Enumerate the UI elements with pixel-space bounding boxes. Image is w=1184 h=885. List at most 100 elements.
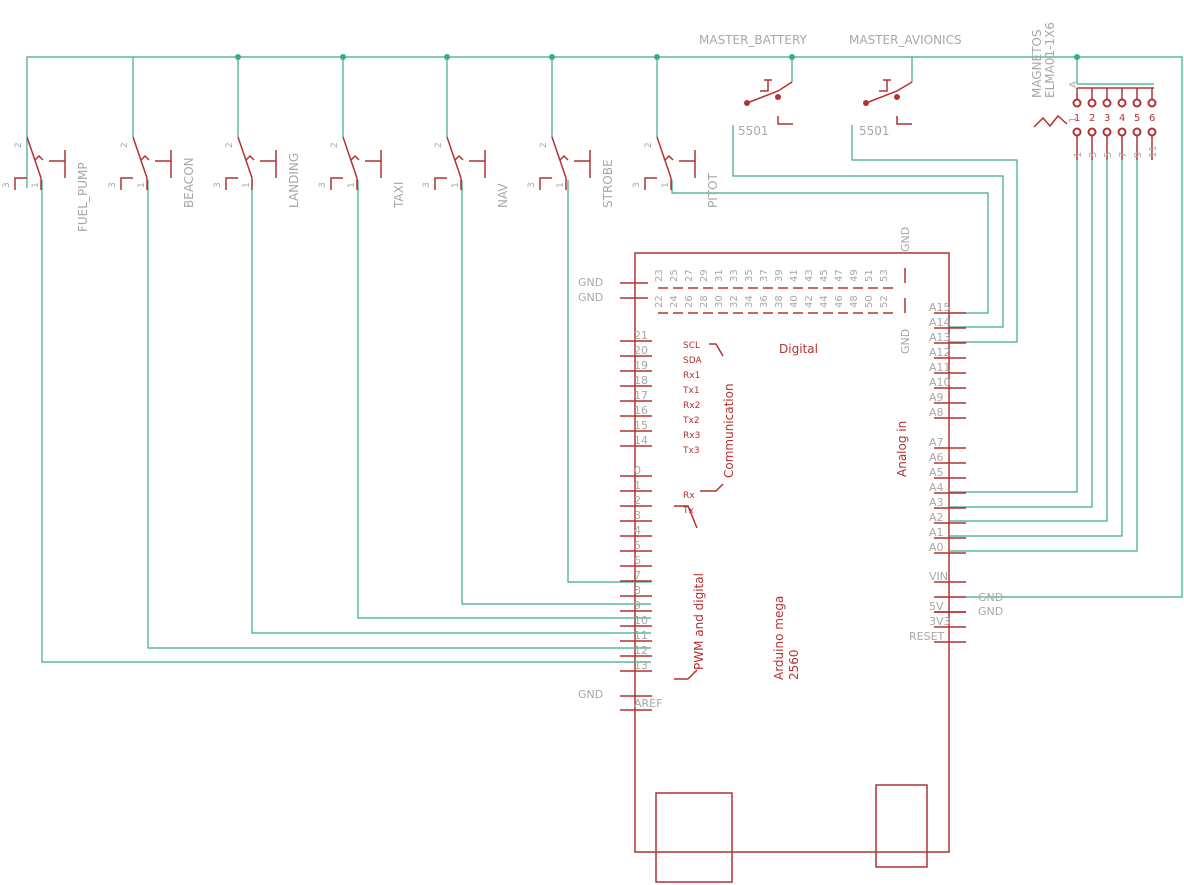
switch-pin-no: 1 [242, 182, 252, 188]
top-pin-odd: 47 [834, 269, 845, 282]
top-pin-odd: 53 [879, 269, 890, 282]
gnd-label-top2: GND [578, 291, 603, 304]
magneto-pin-top [1117, 98, 1127, 108]
left-pin-label: 2 [634, 494, 641, 507]
top-pin-even: 36 [759, 295, 770, 308]
comm-pin-label: Tx [682, 506, 694, 516]
right-pin-label: A1 [929, 526, 944, 539]
top-pin-even: 22 [654, 295, 665, 308]
left-pin-label: 5 [634, 539, 641, 552]
right-pin-label: A10 [929, 376, 951, 389]
switch-actuator [365, 150, 382, 162]
top-pin-odd: 45 [819, 269, 830, 282]
switch-pin-nc: 3 [213, 182, 223, 188]
switch-pin-no: 1 [661, 182, 671, 188]
arduino-name-line2: 2560 [787, 649, 801, 680]
magneto-bottom-pin-num: 9 [1133, 152, 1144, 158]
right-pin-label: A6 [929, 451, 944, 464]
switch-pitot: 2 3 1 PITOT [632, 136, 720, 208]
magneto-pin-top [1087, 98, 1097, 108]
switch-label: LANDING [287, 153, 301, 208]
top-pin-odd: 37 [759, 269, 770, 282]
comm-bracket-top [709, 343, 724, 357]
top-pin-even: 24 [669, 295, 680, 308]
communication-label: Communication [722, 383, 736, 478]
magnetos-one-label: 1 [1068, 117, 1079, 123]
switch-mark [350, 154, 360, 161]
top-pin-even: 52 [879, 295, 890, 308]
switch-lever [551, 136, 567, 179]
magneto-top-pin-num: 3 [1104, 113, 1110, 124]
magneto-top-pin-num: 6 [1149, 113, 1155, 124]
magneto-pin-top [1072, 98, 1082, 108]
switch-pin-nc: 3 [632, 182, 642, 188]
switch-pin3 [434, 177, 447, 190]
top-pin-even: 32 [729, 295, 740, 308]
top-pin-even: 50 [864, 295, 875, 308]
switch-lever [237, 136, 253, 179]
top-pin-odd: 51 [864, 269, 875, 282]
left-pin-label: 20 [634, 344, 648, 357]
top-pin-odd: 49 [849, 269, 860, 282]
switch-pin-no: 1 [137, 182, 147, 188]
top-pin-odd: 41 [789, 269, 800, 282]
gnd-label-topright: GND [899, 227, 912, 252]
magneto-pin-bottom [1087, 127, 1097, 137]
switch-pin-nc: 3 [108, 182, 118, 188]
switch-mark [245, 154, 255, 161]
aref-label: AREF [634, 697, 662, 710]
magnetos-a-label: A [1068, 81, 1079, 88]
switch-mark [664, 154, 674, 161]
left-pin-label: 0 [634, 464, 641, 477]
magneto-bottom-pin-num: 7 [1118, 152, 1129, 158]
digital-label: Digital [779, 342, 818, 356]
magneto-bottom-pin-num: 11 [1148, 145, 1159, 158]
analog-in-label: Analog in [895, 421, 909, 477]
switch-mark [559, 154, 569, 161]
magneto-pin-top [1147, 98, 1157, 108]
left-pin-label: 9 [634, 599, 641, 612]
magneto-pin-bottom [1117, 127, 1127, 137]
left-pin-label: 12 [634, 644, 648, 657]
switch-pin-common: 2 [14, 142, 24, 148]
comm-pin-label: Rx [683, 491, 695, 501]
switch-mark [140, 154, 150, 161]
switch-pin-common: 2 [539, 142, 549, 148]
magneto-bottom-pin-num: 5 [1103, 152, 1114, 158]
top-pin-odd: 27 [684, 269, 695, 282]
magneto-top-pin-num: 5 [1134, 113, 1140, 124]
master-avionics-switch [863, 79, 913, 125]
pwm-digital-label: PWM and digital [692, 573, 706, 670]
comm-pin-label: Rx2 [683, 401, 700, 411]
master-battery-label: MASTER_BATTERY [699, 33, 808, 47]
switch-pin-common: 2 [644, 142, 654, 148]
top-pin-even: 40 [789, 295, 800, 308]
power-pin-label: VIN [929, 570, 948, 583]
top-pin-even: 28 [699, 295, 710, 308]
top-pin-odd: 29 [699, 269, 710, 282]
labels: MASTER_BATTERY MASTER_AVIONICS 5501 5501… [578, 22, 1079, 701]
switch-pin-common: 2 [120, 142, 130, 148]
switch-label: PITOT [706, 172, 720, 208]
switch-pin-common: 2 [434, 142, 444, 148]
top-pin-even: 42 [804, 295, 815, 308]
power-pin-label: 5V [929, 600, 944, 613]
arduino-name-line1: Arduino mega [772, 596, 786, 680]
right-pin-label: A4 [929, 481, 944, 494]
switch-actuator [469, 150, 486, 162]
left-pin-label: 19 [634, 359, 648, 372]
top-pin-odd: 31 [714, 269, 725, 282]
magneto-top-pin-num: 4 [1119, 113, 1125, 124]
switch-actuator [679, 150, 696, 162]
left-pin-label: 7 [634, 569, 641, 582]
comm-pin-label: Tx1 [682, 386, 700, 396]
magneto-top-pin-num: 1 [1074, 113, 1080, 124]
left-pin-label: 16 [634, 404, 648, 417]
left-pin-label: 10 [634, 614, 648, 627]
gnd-label-top1: GND [578, 276, 603, 289]
